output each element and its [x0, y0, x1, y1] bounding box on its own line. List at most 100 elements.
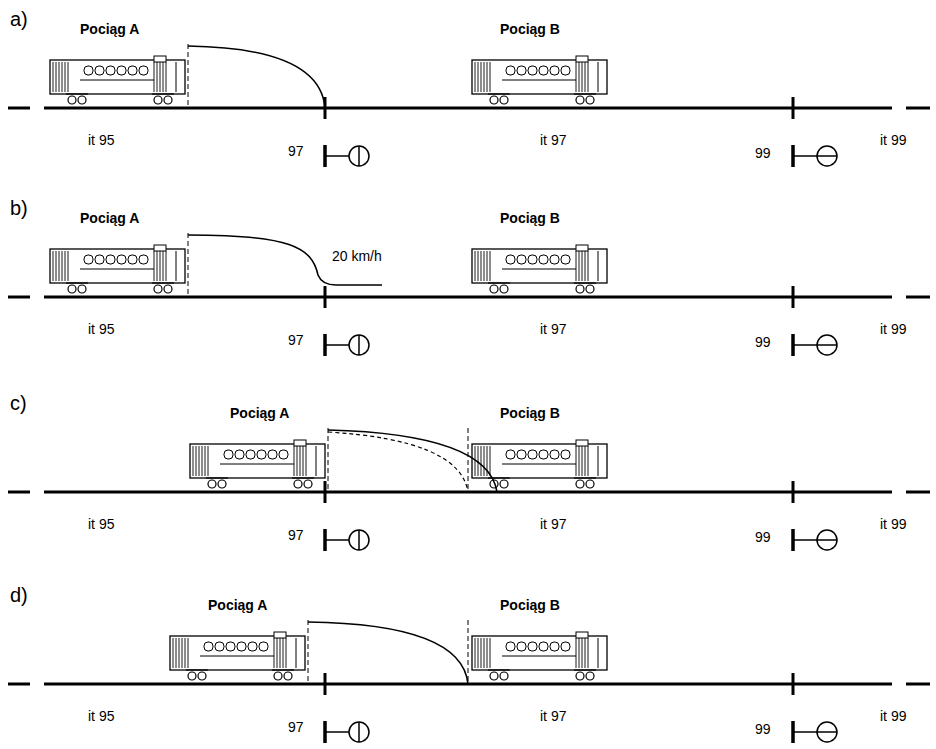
wheel — [164, 96, 172, 104]
train-window — [128, 255, 137, 264]
train-line — [502, 80, 576, 81]
wheel — [208, 480, 216, 488]
train-hatch — [56, 62, 57, 92]
panel-letter: c) — [10, 392, 27, 414]
wheel — [586, 480, 594, 488]
train-window — [84, 66, 93, 75]
track-section-label: it 95 — [88, 517, 114, 532]
train-cab-line — [306, 446, 307, 476]
signal-arm — [793, 539, 817, 541]
signal-head — [349, 722, 369, 742]
wheel — [284, 672, 292, 680]
signal-head — [349, 146, 369, 166]
wheel — [188, 672, 196, 680]
bogie — [206, 477, 228, 478]
braking-curve — [188, 235, 382, 285]
wheel — [154, 96, 162, 104]
signal-arm — [793, 731, 817, 733]
train-cab-line — [588, 251, 589, 281]
signal-symbol — [793, 97, 837, 167]
train-window — [550, 66, 559, 75]
wheel — [68, 285, 76, 293]
train-cab-line — [176, 251, 177, 281]
bogie — [488, 669, 510, 670]
wheel — [294, 480, 302, 488]
train-hatch — [202, 446, 203, 476]
train-hatch — [65, 251, 66, 281]
train-cab-line — [303, 446, 304, 476]
train-cab-line — [154, 251, 155, 281]
train-cab-line — [598, 446, 599, 476]
pantograph — [154, 56, 166, 62]
track-section-label: it 97 — [540, 133, 566, 148]
train-line — [200, 656, 274, 657]
train-front-marker — [308, 620, 309, 684]
train-window — [561, 255, 570, 264]
train-name: Pociąg A — [208, 598, 267, 613]
train-icon — [472, 440, 607, 488]
train-window — [224, 450, 233, 459]
train-cab-line — [280, 638, 281, 668]
train-line — [80, 269, 154, 270]
train-cab-line — [300, 446, 301, 476]
train-window — [95, 66, 104, 75]
train-line — [220, 464, 294, 465]
train-hatch — [481, 62, 482, 92]
train-hatch — [59, 251, 60, 281]
train-cab-line — [582, 638, 583, 668]
train-rear-marker — [468, 428, 469, 492]
train-hatch — [487, 638, 488, 668]
train-cab-line — [582, 251, 583, 281]
speed-label: 20 km/h — [332, 249, 382, 264]
train-cab-line — [576, 638, 577, 668]
signal-arm — [325, 155, 349, 157]
wheel — [304, 480, 312, 488]
bogie — [186, 669, 208, 670]
train-cab-line — [157, 62, 158, 92]
train-window — [506, 642, 515, 651]
signal-number: 97 — [288, 528, 304, 543]
train-hatch — [481, 638, 482, 668]
train-icon — [472, 245, 607, 293]
train-hatch — [185, 638, 186, 668]
train-hatch — [62, 251, 63, 281]
train-line — [502, 656, 576, 657]
train-cab-line — [316, 446, 317, 476]
train-cab-line — [576, 251, 577, 281]
signal-aspect — [358, 335, 360, 355]
train-hatch — [59, 62, 60, 92]
signal-joint — [792, 481, 795, 503]
wheel — [576, 672, 584, 680]
train-cab-line — [277, 638, 278, 668]
train-window — [268, 450, 277, 459]
track-section-label: it 97 — [540, 322, 566, 337]
panel — [8, 428, 930, 551]
signal-joint — [324, 673, 327, 695]
track — [906, 491, 930, 494]
train-cab-line — [598, 62, 599, 92]
track — [8, 107, 30, 110]
wheel — [164, 285, 172, 293]
signal-arm — [325, 731, 349, 733]
train-cab-line — [588, 446, 589, 476]
train-cab-line — [286, 638, 287, 668]
train-hatch — [196, 446, 197, 476]
train-window — [237, 642, 246, 651]
train-body — [50, 60, 185, 94]
track-section-label: it 99 — [880, 517, 906, 532]
train-cab-line — [166, 62, 167, 92]
signal-aspect — [358, 722, 360, 742]
pantograph — [576, 440, 588, 446]
wheel — [576, 96, 584, 104]
panel-letter: a) — [10, 8, 28, 30]
train-cab-line — [576, 62, 577, 92]
train-hatch — [173, 638, 174, 668]
pantograph — [576, 245, 588, 251]
signal-aspect — [817, 344, 837, 346]
wheel — [576, 285, 584, 293]
train-window — [528, 450, 537, 459]
train-cab-line — [579, 251, 580, 281]
signal-number: 97 — [288, 144, 304, 159]
train-icon — [50, 245, 185, 293]
